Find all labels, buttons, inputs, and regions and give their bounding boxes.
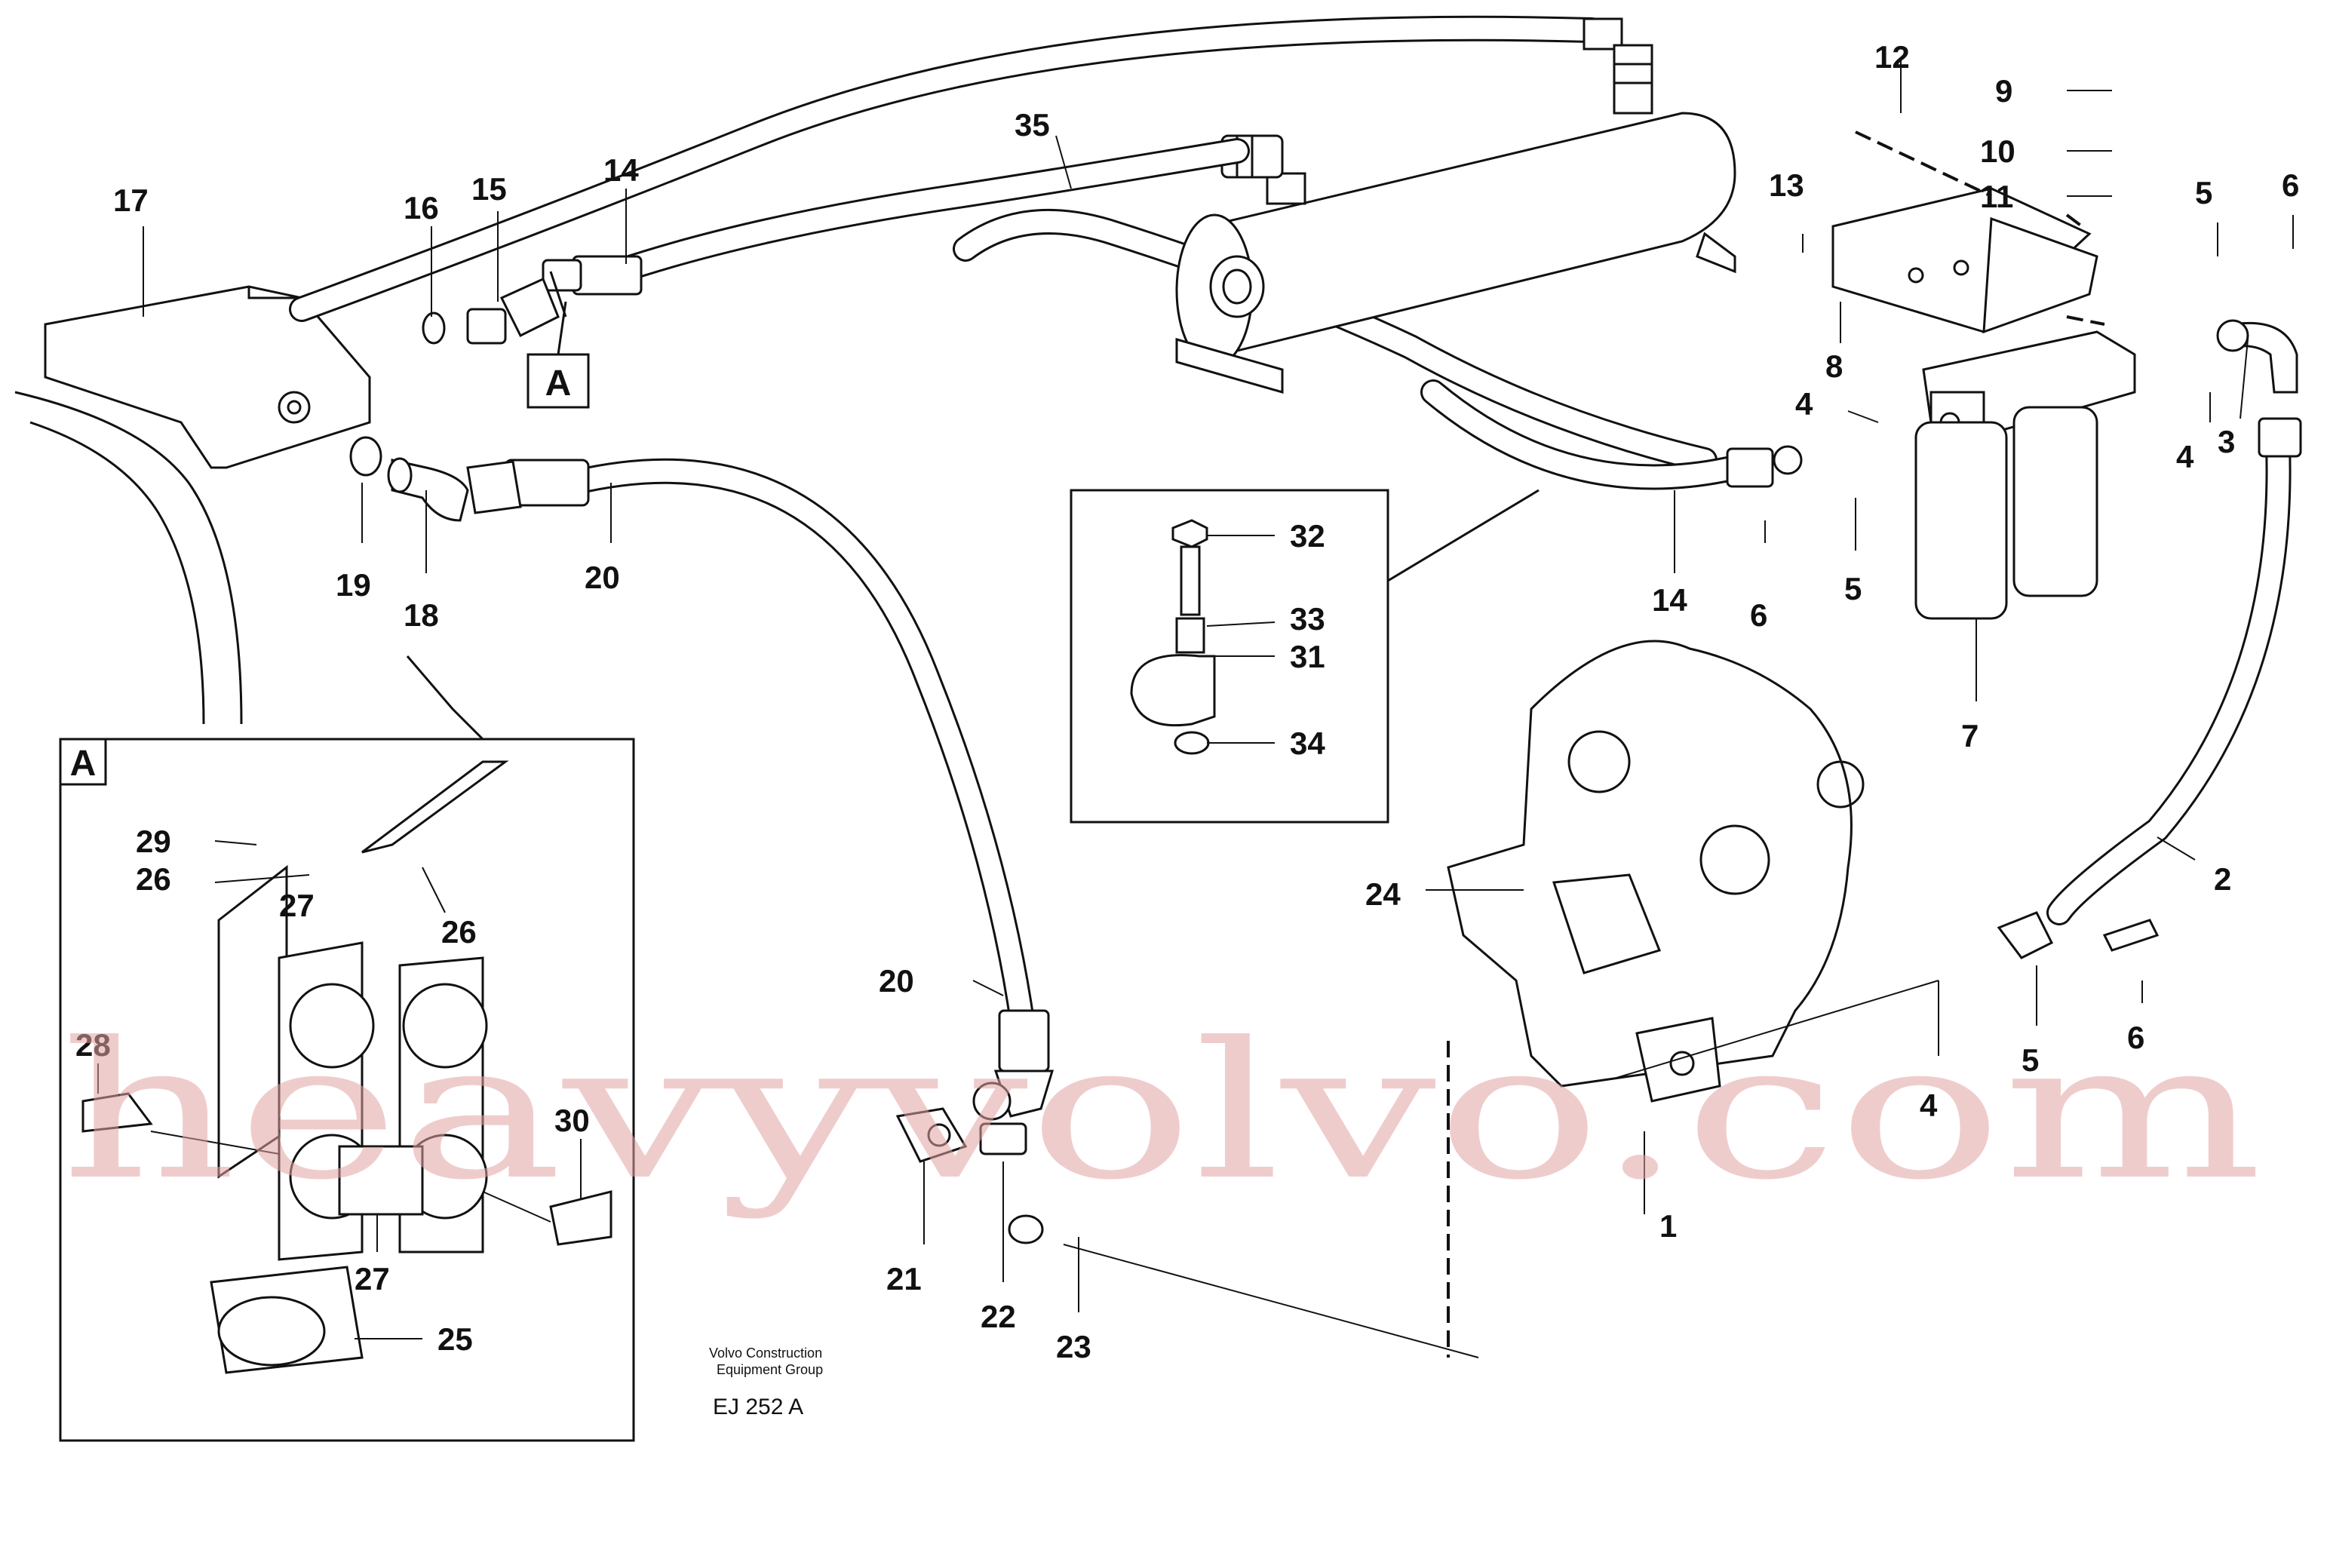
callout-8: 8 bbox=[1825, 348, 1843, 384]
callout-34: 34 bbox=[1290, 726, 1325, 761]
callout-23: 23 bbox=[1056, 1329, 1091, 1364]
callout-4: 4 bbox=[1795, 386, 1813, 422]
callout-14: 14 bbox=[603, 152, 639, 188]
callout-26: 26 bbox=[441, 914, 477, 950]
callout-2: 2 bbox=[2214, 861, 2231, 897]
hose-cooler-to-14 bbox=[542, 138, 1250, 296]
callout-17: 17 bbox=[113, 183, 149, 218]
callout-9: 9 bbox=[1995, 73, 2012, 109]
fittings-21-22-23 bbox=[895, 1082, 1044, 1244]
callout-31: 31 bbox=[1290, 639, 1325, 674]
callout-5: 5 bbox=[2022, 1042, 2039, 1078]
manufacturer-line-2: Equipment Group bbox=[717, 1362, 823, 1377]
callout-12: 12 bbox=[1874, 39, 1910, 75]
callout-28: 28 bbox=[75, 1027, 111, 1063]
fittings-15-16 bbox=[422, 271, 567, 345]
leader-lines bbox=[143, 60, 2294, 1358]
callout-10: 10 bbox=[1980, 133, 2015, 169]
callout-32: 32 bbox=[1290, 518, 1325, 554]
callout-15: 15 bbox=[471, 171, 507, 207]
gear-housing-24 bbox=[1447, 640, 1865, 1103]
detail-marker-label: A bbox=[545, 364, 572, 404]
callout-25: 25 bbox=[437, 1321, 473, 1357]
inset-clamp-detail bbox=[1070, 489, 1540, 824]
callout-1: 1 bbox=[1659, 1208, 1677, 1244]
callout-27: 27 bbox=[355, 1261, 390, 1296]
callout-35: 35 bbox=[1015, 107, 1050, 143]
callout-24: 24 bbox=[1365, 876, 1401, 912]
drawing-code: EJ 252 A bbox=[713, 1395, 803, 1419]
callout-26: 26 bbox=[136, 861, 171, 897]
callout-6: 6 bbox=[2127, 1020, 2144, 1055]
callout-11: 11 bbox=[1980, 179, 2013, 214]
elbow-18-ring-19 bbox=[349, 436, 469, 522]
callout-30: 30 bbox=[554, 1103, 590, 1138]
callout-27: 27 bbox=[279, 888, 315, 923]
callout-21: 21 bbox=[886, 1261, 922, 1296]
callout-20: 20 bbox=[879, 963, 914, 999]
callout-4: 4 bbox=[2176, 439, 2194, 474]
callout-4: 4 bbox=[1920, 1088, 1938, 1123]
callout-33: 33 bbox=[1290, 601, 1325, 637]
callout-6: 6 bbox=[2282, 167, 2299, 203]
callout-3: 3 bbox=[2218, 424, 2235, 459]
callout-labels: 1 2 3 4 4 4 5 5 5 6 6 6 7 8 9 10 11 12 1… bbox=[75, 39, 2299, 1364]
callout-5: 5 bbox=[2195, 175, 2212, 210]
callout-29: 29 bbox=[136, 824, 171, 859]
callout-18: 18 bbox=[404, 597, 439, 633]
dashed-reference-lines bbox=[1447, 130, 2105, 1358]
detail-marker-a: A bbox=[526, 301, 590, 409]
callout-13: 13 bbox=[1769, 167, 1804, 203]
part-17-housing bbox=[44, 285, 371, 469]
hose-2 bbox=[2046, 319, 2302, 925]
callout-16: 16 bbox=[404, 190, 439, 226]
oil-cooler bbox=[1175, 112, 1736, 394]
filter-canisters-7 bbox=[1914, 406, 2098, 620]
title-block: Volvo Construction Equipment Group EJ 25… bbox=[709, 1346, 823, 1419]
detail-box-label: A bbox=[70, 744, 97, 784]
manufacturer-line-1: Volvo Construction bbox=[709, 1346, 822, 1361]
callout-19: 19 bbox=[336, 567, 371, 603]
bracket-8 bbox=[1831, 187, 2098, 334]
vehicle-frame-outline bbox=[14, 391, 484, 741]
callout-14: 14 bbox=[1652, 582, 1687, 618]
detail-box-a: A bbox=[59, 738, 635, 1442]
hose-20 bbox=[466, 458, 1055, 1118]
callout-6: 6 bbox=[1750, 597, 1767, 633]
callout-20: 20 bbox=[585, 560, 620, 595]
clamp-5-right bbox=[1997, 911, 2160, 959]
callout-22: 22 bbox=[981, 1299, 1016, 1334]
callout-7: 7 bbox=[1961, 718, 1979, 753]
hose-35 bbox=[289, 15, 1653, 322]
watermark-text: heavyvolvo.com bbox=[60, 1002, 2263, 1221]
callout-5: 5 bbox=[1844, 571, 1862, 606]
hose-14-lower bbox=[1420, 379, 1803, 490]
